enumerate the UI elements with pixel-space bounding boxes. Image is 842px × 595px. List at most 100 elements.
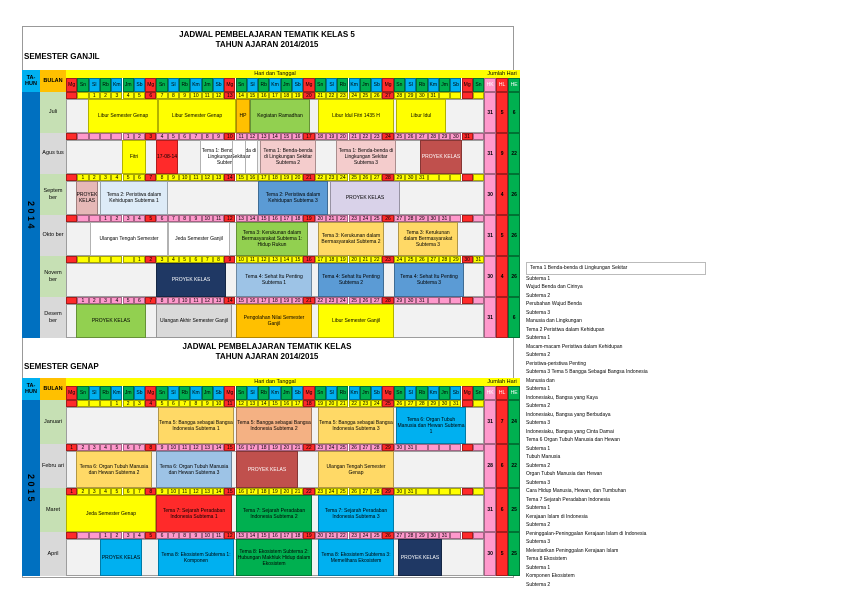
date-number-cell [472, 215, 485, 222]
date-number-cell [201, 297, 213, 304]
date-number-cell [472, 133, 485, 140]
block-uts-genap: Ulangan Tengah Semester Genap [318, 451, 394, 488]
bulan-header-bottom: BULAN [40, 378, 66, 400]
date-number-cell [325, 532, 338, 539]
block-libur-idul: Libur Idul Fitri 1435 H [318, 99, 394, 133]
year-2014: 2 0 1 4 [22, 92, 40, 338]
block-proyek-agus: PROYEK KELAS [420, 140, 462, 174]
date-number-cell [303, 444, 315, 451]
date-number-cell [235, 92, 247, 99]
date-number: 20 [317, 215, 324, 222]
date-number: 7 [149, 297, 153, 304]
date-number-cell [77, 256, 89, 263]
notes-line: Indonesiaku, Bangsa yang Kaya [526, 394, 598, 401]
date-number-cell [201, 174, 213, 181]
date-number-cell [405, 133, 417, 140]
date-number-cell [167, 444, 179, 451]
date-number: 26 [385, 532, 391, 539]
date-number-cell [280, 133, 292, 140]
date-number-cell [167, 174, 179, 181]
block-sekitar: Sekitar [232, 140, 246, 174]
date-number-cell [212, 444, 225, 451]
date-number: 29 [419, 532, 425, 539]
date-number-cell [359, 133, 372, 140]
day-header-cell: Km [111, 78, 123, 92]
block-libur-ganjil: Libur Semester Ganjil [318, 304, 394, 338]
date-number: 12 [227, 532, 233, 539]
date-number-cell [156, 444, 168, 451]
date-number: 3 [126, 215, 130, 222]
notes-line: Subtema 3 [526, 309, 551, 316]
date-number: 15 [294, 256, 301, 263]
date-number-cell [145, 174, 157, 181]
date-number-cell [405, 532, 417, 539]
day-count-cell: 7 [496, 400, 509, 444]
date-number-cell [133, 92, 146, 99]
date-number: 30 [419, 92, 425, 99]
date-number-cell [145, 133, 157, 140]
date-number: 25 [373, 215, 380, 222]
date-number: 21 [294, 488, 301, 495]
date-number-cell [416, 174, 428, 181]
date-number-cell [122, 256, 134, 263]
date-number: 23 [385, 256, 391, 263]
date-number-cell [472, 400, 485, 407]
date-number: 25 [351, 297, 357, 304]
date-number-cell [427, 532, 439, 539]
notes-line: Tema 6 Organ Tubuh Manusia dan Hewan [526, 437, 620, 443]
date-number: 26 [407, 133, 414, 140]
date-number: 22 [317, 174, 324, 181]
date-number-cell [145, 488, 157, 495]
notes-line: Tema 8 Ekosistem [526, 556, 567, 562]
block-ramadhan: Kegiatan Ramadhan [250, 99, 310, 133]
date-number: 26 [385, 215, 391, 222]
date-number: 6 [149, 92, 153, 99]
date-number-cell [325, 92, 338, 99]
notes-line: Subtema 3 [526, 479, 551, 486]
date-number-cell [212, 256, 225, 263]
date-number-cell [224, 92, 236, 99]
date-number: 13 [215, 174, 222, 181]
date-number-cell [258, 400, 270, 407]
day-header-cell: Mg [145, 386, 157, 400]
date-number-cell [133, 215, 146, 222]
date-number: 23 [340, 92, 346, 99]
date-number-cell [133, 532, 146, 539]
date-number-cell [179, 400, 191, 407]
date-number-cell [88, 444, 100, 451]
date-number: 22 [306, 444, 312, 451]
date-number-cell [246, 488, 259, 495]
date-number: 25 [407, 256, 414, 263]
date-number: 8 [183, 215, 187, 222]
bottom-title: JADWAL PEMBELAJARAN TEMATIK KELAS [182, 342, 352, 351]
date-number: 24 [362, 215, 369, 222]
day-count-cell: 31 [484, 92, 497, 133]
date-number-cell [269, 488, 281, 495]
date-number: 24 [340, 297, 346, 304]
block-tema2-a: Tema 2: Peristiwa dalam Kehidupan Subtem… [100, 181, 168, 215]
date-number-cell [246, 297, 259, 304]
date-number: 14 [238, 92, 244, 99]
date-number-cell [156, 174, 168, 181]
date-number-cell [382, 297, 394, 304]
date-number: 24 [328, 444, 335, 451]
date-number: 27 [430, 256, 437, 263]
date-number-cell [450, 215, 462, 222]
date-number: 6 [126, 488, 130, 495]
date-number: 13 [272, 256, 278, 263]
date-number: 7 [205, 256, 209, 263]
date-number: 5 [149, 215, 153, 222]
date-number-cell [348, 133, 360, 140]
date-number: 29 [430, 400, 437, 407]
notes-line: Perubahan Wujud Benda [526, 301, 582, 307]
block-libur-idul-2: Libur Idul [396, 99, 446, 133]
month-label: Septem ber [40, 174, 66, 215]
date-number-cell [212, 297, 225, 304]
date-number-cell [258, 215, 270, 222]
day-header-cell: Sl [167, 78, 179, 92]
date-number: 3 [149, 133, 153, 140]
date-number: 17 [294, 400, 301, 407]
date-number-cell [359, 400, 372, 407]
date-number: 7 [149, 174, 153, 181]
